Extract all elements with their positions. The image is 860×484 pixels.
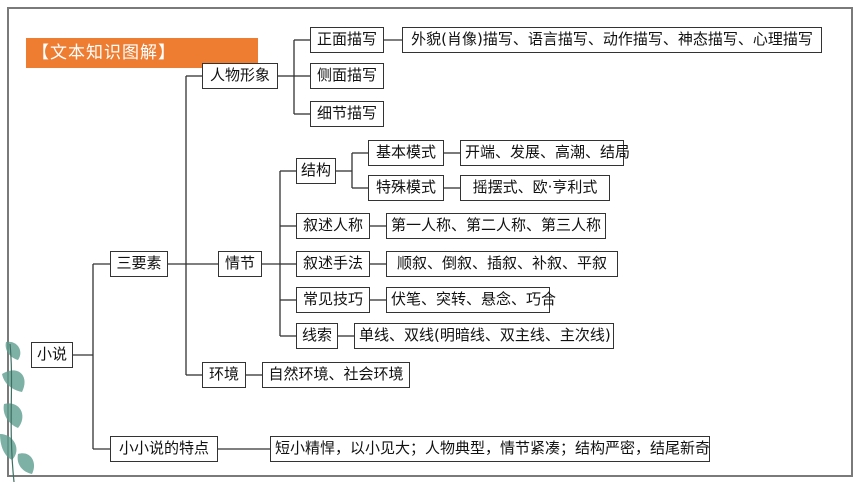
node-flash-fiction-features-detail: 短小精悍，以小见大；人物典型，情节紧凑；结构严密，结尾新奇 — [270, 436, 710, 462]
node-three-elements: 三要素 — [110, 251, 168, 277]
node-environment-detail: 自然环境、社会环境 — [262, 362, 410, 388]
node-narrative-person-detail: 第一人称、第二人称、第三人称 — [386, 213, 606, 239]
node-basic-mode: 基本模式 — [368, 140, 444, 166]
node-narrative-person: 叙述人称 — [296, 213, 370, 239]
node-basic-mode-detail: 开端、发展、高潮、结局 — [460, 140, 630, 166]
node-flash-fiction-features: 小小说的特点 — [110, 436, 218, 462]
node-frontal-description-detail: 外貌(肖像)描写、语言描写、动作描写、神态描写、心理描写 — [402, 27, 822, 53]
diagram-frame — [7, 7, 853, 477]
node-plot: 情节 — [218, 251, 262, 277]
node-special-mode: 特殊模式 — [368, 175, 444, 201]
node-environment: 环境 — [202, 362, 246, 388]
node-character: 人物形象 — [202, 63, 278, 89]
node-side-description: 侧面描写 — [310, 63, 384, 89]
node-frontal-description: 正面描写 — [310, 27, 384, 53]
node-clue-detail: 单线、双线(明暗线、双主线、主次线) — [354, 323, 614, 349]
node-detail-description: 细节描写 — [310, 101, 384, 127]
node-narrative-method-detail: 顺叙、倒叙、插叙、补叙、平叙 — [386, 251, 618, 277]
plant-decoration-icon — [0, 341, 35, 483]
node-common-techniques-detail: 伏笔、突转、悬念、巧合 — [386, 287, 556, 313]
node-structure: 结构 — [296, 158, 336, 184]
node-novel: 小说 — [31, 342, 73, 368]
node-common-techniques: 常见技巧 — [296, 287, 370, 313]
node-special-mode-detail: 摇摆式、欧·亨利式 — [460, 175, 610, 201]
node-clue: 线索 — [296, 323, 338, 349]
node-narrative-method: 叙述手法 — [296, 251, 370, 277]
